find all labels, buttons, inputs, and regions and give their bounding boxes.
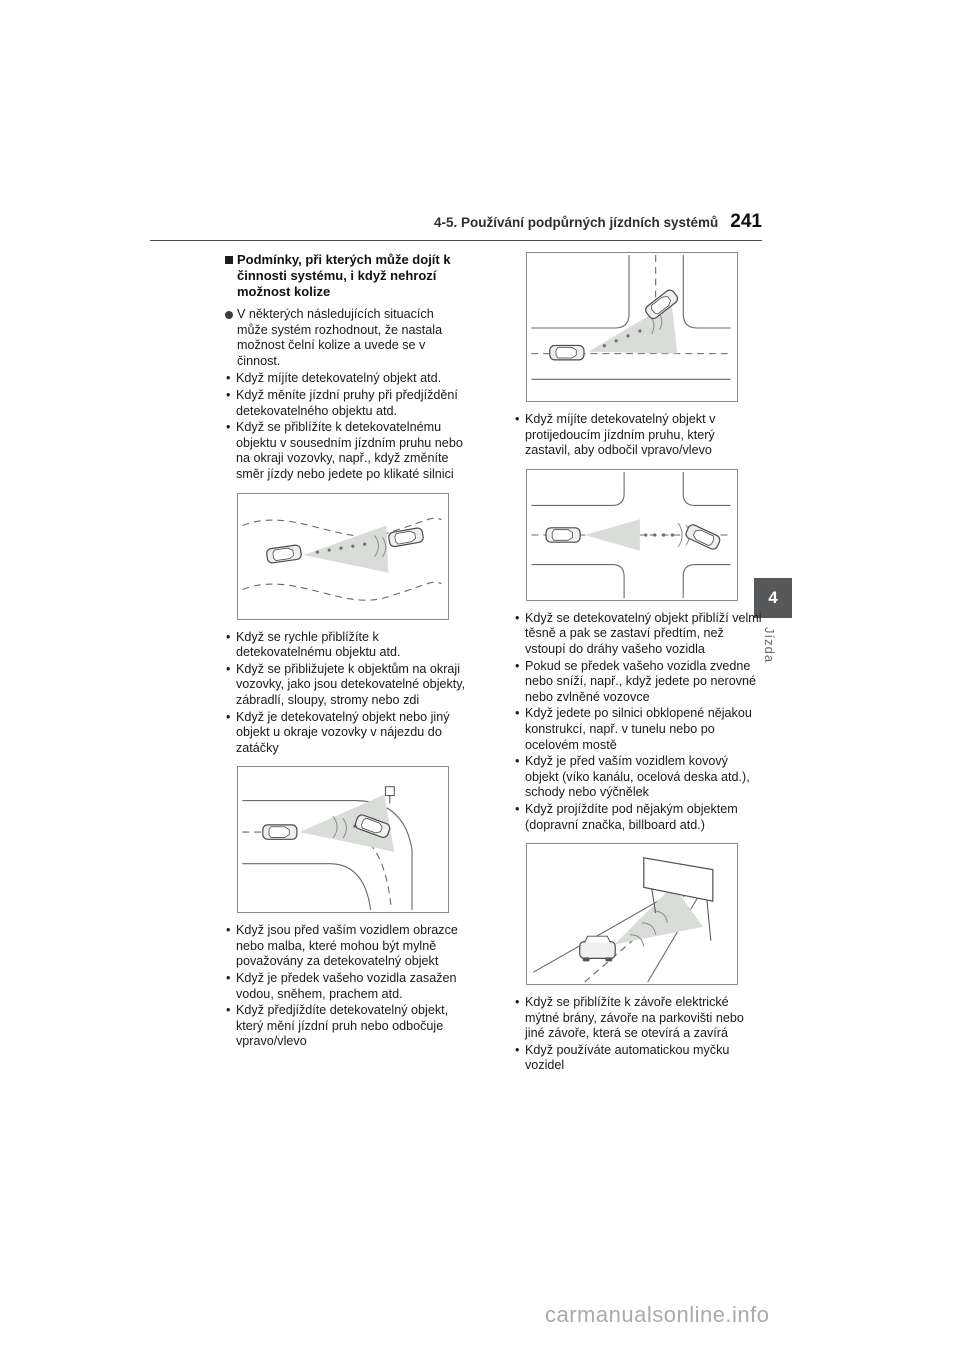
- chapter-number: 4: [768, 588, 778, 607]
- bullet-list: Když se rychle přiblížíte k detekovateln…: [225, 630, 467, 757]
- left-column: Podmínky, při kterých může dojít k činno…: [225, 252, 467, 1051]
- circle-bullet-icon: [225, 310, 233, 319]
- car-icon: [579, 935, 616, 963]
- page-number: 241: [730, 211, 762, 232]
- list-item: Když jsou před vaším vozidlem obrazce ne…: [225, 923, 467, 970]
- list-item: Když používáte automatickou myčku vozide…: [514, 1043, 762, 1074]
- list-item: Pokud se předek vašeho vozidla zvedne ne…: [514, 659, 762, 706]
- list-item: Když se přiblížíte k závoře elektrické m…: [514, 995, 762, 1042]
- figure-overhead-sign: [526, 843, 738, 986]
- bullet-list: Když se přiblížíte k závoře elektrické m…: [514, 995, 762, 1074]
- bullet-list: Když se detekovatelný objekt přiblíží ve…: [514, 611, 762, 833]
- detection-cone: [614, 885, 703, 945]
- lead-paragraph: V některých následujících situacích může…: [225, 307, 467, 369]
- list-item: Když míjíte detekovatelný objekt atd.: [225, 371, 467, 387]
- list-item: Když je před vaším vozidlem kovový objek…: [514, 754, 762, 801]
- car-icon: [387, 526, 425, 548]
- figure-curve-roadside-object: [237, 766, 449, 914]
- header-divider: [150, 240, 762, 241]
- curved-road-diagram: [242, 517, 442, 601]
- list-item: Když je předek vašeho vozidla zasažen vo…: [225, 971, 467, 1002]
- car-icon: [265, 543, 303, 564]
- figure-intersection-turning: [526, 252, 738, 402]
- billboard-sign: [643, 857, 714, 902]
- curve-roadside-diagram: [242, 786, 413, 911]
- car-icon: [262, 824, 298, 841]
- list-item: Když se detekovatelný objekt přiblíží ve…: [514, 611, 762, 658]
- chapter-tab-label: Jízda: [762, 627, 777, 664]
- detection-cone: [299, 794, 395, 853]
- bullet-list: Když míjíte detekovatelný objekt v proti…: [514, 412, 762, 459]
- figure-curved-road-approach: [237, 492, 449, 620]
- square-bullet-icon: [225, 255, 233, 264]
- list-item: Když míjíte detekovatelný objekt v proti…: [514, 412, 762, 459]
- right-column: Když míjíte detekovatelný objekt v proti…: [514, 252, 762, 1075]
- figure-oncoming-turning: [526, 468, 738, 601]
- section-heading: Podmínky, při kterých může dojít k činno…: [225, 252, 467, 300]
- bullet-list: Když jsou před vaším vozidlem obrazce ne…: [225, 923, 467, 1050]
- list-item: Když se přiblížíte k detekovatelnému obj…: [225, 420, 467, 482]
- bullet-list: Když míjíte detekovatelný objekt atd. Kd…: [225, 371, 467, 482]
- list-item: Když předjíždíte detekovatelný objekt, k…: [225, 1003, 467, 1050]
- section-title: 4-5. Používání podpůrných jízdních systé…: [433, 215, 719, 230]
- list-item: Když se rychle přiblížíte k detekovateln…: [225, 630, 467, 661]
- list-item: Když je detekovatelný objekt nebo jiný o…: [225, 710, 467, 757]
- list-item: Když se přibližujete k objektům na okraj…: [225, 662, 467, 709]
- watermark: carmanualsonline.info: [545, 1302, 770, 1327]
- car-icon: [545, 527, 581, 543]
- section-heading-text: Podmínky, při kterých může dojít k činno…: [237, 252, 451, 299]
- page-header: 4-5. Používání podpůrných jízdních systé…: [150, 211, 762, 233]
- car-icon: [549, 344, 585, 361]
- detection-cone: [303, 525, 389, 573]
- detection-cone: [584, 519, 640, 551]
- list-item: Když jedete po silnici obklopené nějakou…: [514, 706, 762, 753]
- car-icon: [683, 522, 722, 552]
- lead-text: V některých následujících situacích může…: [237, 307, 443, 368]
- intersection-diagram: [531, 254, 731, 380]
- overhead-sign-diagram: [533, 857, 714, 983]
- list-item: Když projíždíte pod nějakým objektem (do…: [514, 802, 762, 833]
- oncoming-turning-diagram: [531, 471, 731, 598]
- list-item: Když měníte jízdní pruhy při předjíždění…: [225, 388, 467, 419]
